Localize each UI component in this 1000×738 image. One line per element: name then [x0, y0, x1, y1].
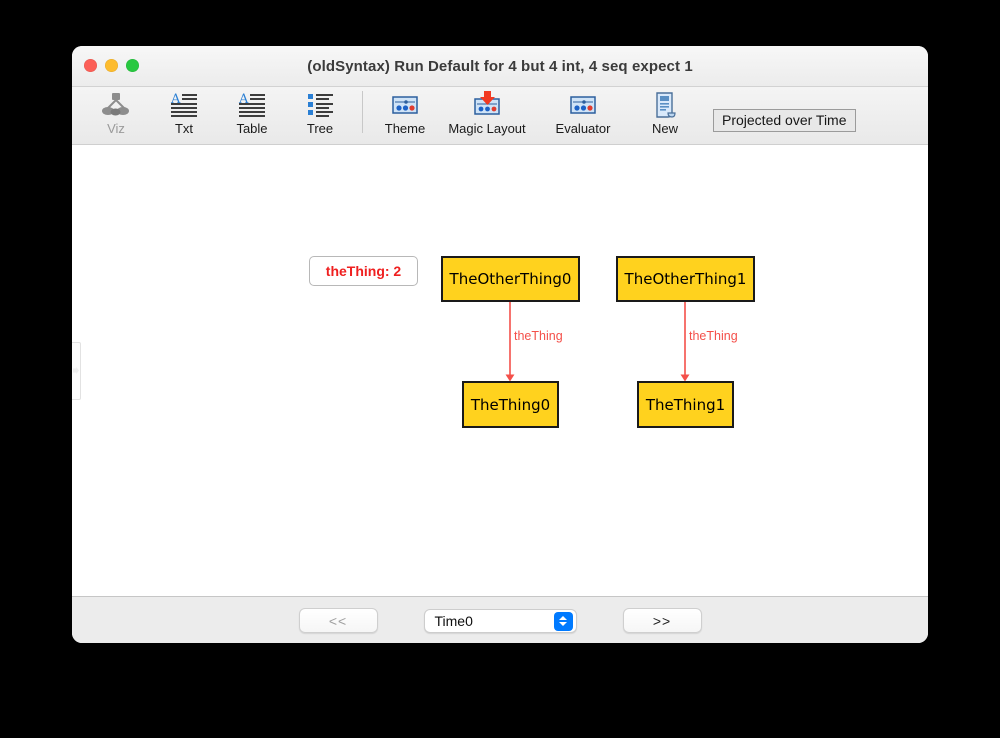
toolbar: Viz A: [72, 87, 928, 145]
title-bar: (oldSyntax) Run Default for 4 but 4 int,…: [72, 46, 928, 87]
viz-icon: [101, 90, 131, 120]
svg-text:A: A: [238, 92, 249, 107]
split-pane-handle[interactable]: [72, 342, 81, 400]
instance-graph: theThing: 2 TheOtherThing0 TheOtherThing…: [72, 145, 926, 596]
toolbar-label-tree: Tree: [306, 121, 334, 136]
toolbar-label-theme: Theme: [384, 121, 426, 136]
minimize-button[interactable]: [105, 59, 118, 72]
toolbar-label-magic-layout: Magic Layout: [448, 121, 526, 136]
graph-canvas[interactable]: theThing: 2 TheOtherThing0 TheOtherThing…: [72, 145, 928, 597]
toolbar-button-new[interactable]: New: [631, 87, 699, 143]
maximize-button[interactable]: [126, 59, 139, 72]
toolbar-button-tree[interactable]: Tree: [286, 87, 354, 143]
toolbar-button-table[interactable]: A Table: [218, 87, 286, 143]
window-title: (oldSyntax) Run Default for 4 but 4 int,…: [307, 57, 693, 75]
edge-label-0[interactable]: theThing: [514, 329, 563, 343]
tree-icon: [305, 90, 335, 120]
toolbar-button-txt[interactable]: A Txt: [150, 87, 218, 143]
magic-layout-icon: [472, 90, 502, 120]
toolbar-label-txt: Txt: [174, 121, 194, 136]
svg-text:A: A: [170, 92, 181, 107]
node-theThing0[interactable]: TheThing0: [462, 381, 559, 428]
close-button[interactable]: [84, 59, 97, 72]
toolbar-button-theme[interactable]: Theme: [371, 87, 439, 143]
previous-state-button[interactable]: <<: [298, 608, 378, 633]
toolbar-label-table: Table: [236, 121, 268, 136]
toolbar-label-viz: Viz: [107, 121, 125, 136]
next-state-button[interactable]: >>: [622, 608, 702, 633]
evaluator-icon: [568, 90, 598, 120]
toolbar-button-magic-layout[interactable]: Magic Layout: [439, 87, 535, 143]
toolbar-label-evaluator: Evaluator: [555, 121, 611, 136]
new-icon: [650, 90, 680, 120]
node-theOtherThing0[interactable]: TheOtherThing0: [441, 256, 580, 302]
chevron-updown-icon[interactable]: [553, 611, 573, 631]
txt-icon: A: [169, 90, 199, 120]
app-window: (oldSyntax) Run Default for 4 but 4 int,…: [72, 46, 928, 643]
time-select-value: Time0: [434, 612, 473, 629]
pane-handle-grip-icon: [73, 367, 79, 374]
toolbar-button-viz[interactable]: Viz: [82, 87, 150, 143]
node-theThing1[interactable]: TheThing1: [637, 381, 734, 428]
toolbar-separator: [362, 91, 363, 133]
table-icon: A: [237, 90, 267, 120]
toolbar-button-evaluator[interactable]: Evaluator: [535, 87, 631, 143]
time-select[interactable]: Time0: [423, 608, 577, 633]
window-controls: [84, 59, 139, 72]
time-navigation-bar: << Time0 >>: [72, 597, 928, 643]
edge-label-1[interactable]: theThing: [689, 329, 738, 343]
node-theOtherThing1[interactable]: TheOtherThing1: [616, 256, 755, 302]
edge-layer: [505, 302, 690, 382]
theme-icon: [390, 90, 420, 120]
field-box-theThing-count[interactable]: theThing: 2: [309, 256, 418, 286]
toolbar-label-new: New: [651, 121, 678, 136]
projection-status-label[interactable]: Projected over Time: [713, 109, 856, 133]
